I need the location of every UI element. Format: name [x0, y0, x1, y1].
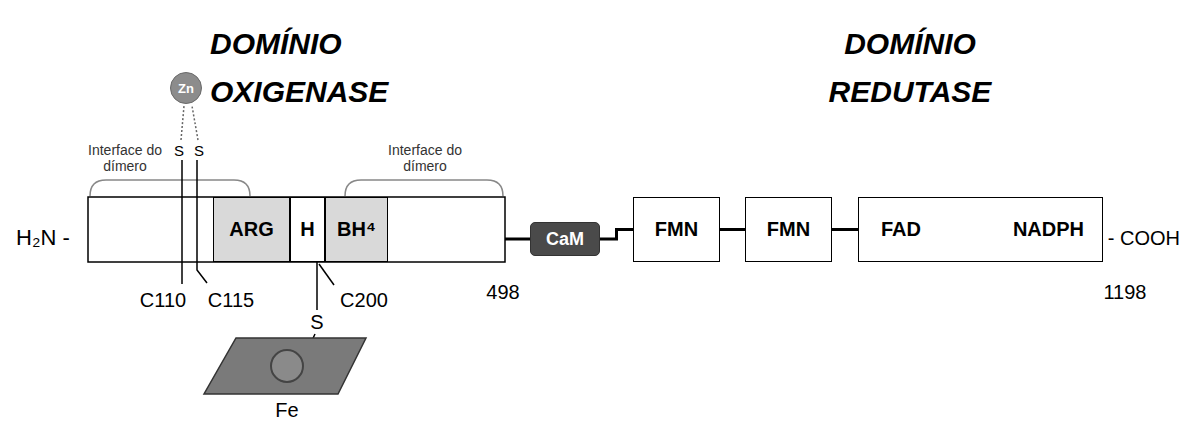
box-label: CaM: [546, 229, 584, 250]
cofactor-site: BH⁴: [325, 197, 388, 262]
box-label: FMN: [767, 218, 810, 241]
terminus-label: - COOH: [1108, 227, 1180, 250]
interface-label: Interface do dímero: [375, 142, 475, 174]
position-number: 498: [486, 281, 519, 304]
sulfur-label: S: [174, 142, 184, 159]
arginine-site: ARG: [213, 197, 290, 262]
cysteine-line: [316, 262, 318, 310]
dimer-bracket: [90, 180, 250, 196]
box-label: BH⁴: [337, 218, 376, 241]
linker-line: [600, 230, 633, 240]
calmodulin-box: CaM: [530, 222, 600, 256]
residue-label: C200: [340, 289, 388, 312]
dimer-bracket: [345, 180, 503, 196]
reductase-box: FAD NADPH: [858, 197, 1103, 262]
heme-iron: [271, 350, 303, 382]
box-label: H: [300, 218, 314, 241]
box-label: NADPH: [1013, 218, 1084, 241]
box-label: FAD: [881, 218, 921, 241]
flavin-box: FMN: [633, 197, 720, 262]
flavin-box: FMN: [745, 197, 832, 262]
zinc-bond: [181, 106, 184, 140]
linker-line: [505, 238, 530, 241]
position-number: 1198: [1103, 281, 1146, 304]
linker-line: [720, 228, 745, 231]
iron-label: Fe: [275, 399, 298, 422]
box-label: FMN: [655, 218, 698, 241]
cysteine-line: [197, 160, 207, 283]
linker-line: [832, 228, 858, 231]
terminus-label: H₂N -: [16, 225, 70, 251]
interface-label: Interface do dímero: [75, 142, 175, 174]
heme-site: H: [290, 197, 325, 262]
heme-plane: [204, 338, 366, 394]
oxygenase-domain-box: [88, 197, 505, 262]
box-label: ARG: [229, 218, 273, 241]
zinc-bond: [192, 106, 198, 140]
residue-label: C110: [140, 289, 186, 312]
residue-label: C115: [208, 289, 254, 312]
cysteine-line: [181, 160, 183, 284]
sulfur-label: S: [310, 311, 323, 334]
domain-title: DOMÍNIO REDUTASE: [829, 20, 992, 116]
sulfur-label: S: [194, 142, 204, 159]
domain-title: DOMÍNIO OXIGENASE: [210, 20, 388, 116]
zinc-circle: Zn: [170, 72, 202, 104]
box-label: Zn: [178, 81, 194, 96]
leader-line: [319, 264, 334, 285]
